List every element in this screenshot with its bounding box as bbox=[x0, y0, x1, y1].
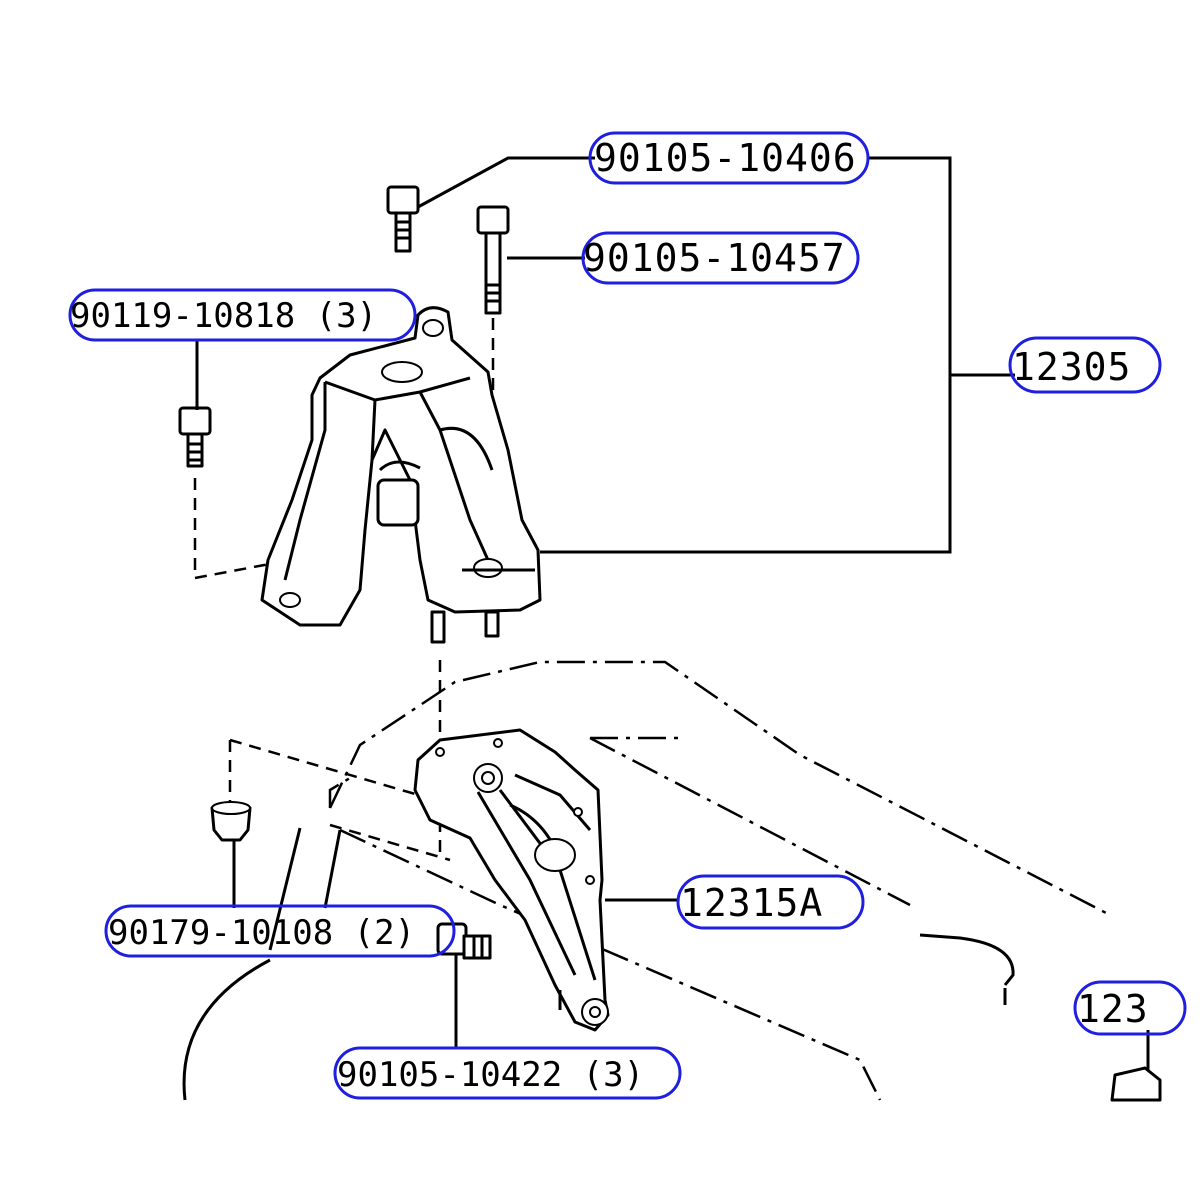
callout-90105-10422[interactable]: 90105-10422 (3) bbox=[333, 1046, 682, 1100]
svg-text:90105-10457: 90105-10457 bbox=[583, 236, 846, 280]
svg-text:12305: 12305 bbox=[1012, 345, 1131, 389]
svg-text:123: 123 bbox=[1077, 987, 1149, 1031]
svg-text:90179-10108 (2): 90179-10108 (2) bbox=[108, 913, 415, 953]
bolt-90105-10406 bbox=[386, 185, 420, 253]
bolt-90119-10818 bbox=[178, 406, 212, 468]
callout-90179-10108[interactable]: 90179-10108 (2) bbox=[104, 904, 456, 958]
svg-text:90105-10422 (3): 90105-10422 (3) bbox=[337, 1055, 644, 1095]
bolt-90105-10457 bbox=[476, 205, 510, 315]
svg-text:90105-10406: 90105-10406 bbox=[594, 136, 857, 180]
callout-12305[interactable]: 12305 bbox=[1008, 336, 1162, 394]
svg-text:90119-10818 (3): 90119-10818 (3) bbox=[70, 296, 377, 336]
bracket-12315A bbox=[413, 728, 610, 1032]
leader-lines bbox=[195, 156, 1015, 1048]
engine-outline bbox=[182, 660, 1111, 1101]
callout-12315A[interactable]: 12315A bbox=[676, 874, 865, 930]
svg-text:12315A: 12315A bbox=[680, 881, 823, 925]
callout-90105-10406[interactable]: 90105-10406 bbox=[588, 131, 870, 185]
engine-mount-12305 bbox=[260, 306, 542, 644]
partial-part-right bbox=[1110, 1030, 1162, 1102]
callout-90105-10457[interactable]: 90105-10457 bbox=[581, 231, 860, 285]
callout-123-partial[interactable]: 123 bbox=[1073, 980, 1187, 1036]
bolt-90105-10422 bbox=[436, 922, 492, 960]
nut-90179-10108 bbox=[210, 801, 252, 842]
callout-90119-10818[interactable]: 90119-10818 (3) bbox=[68, 288, 417, 342]
